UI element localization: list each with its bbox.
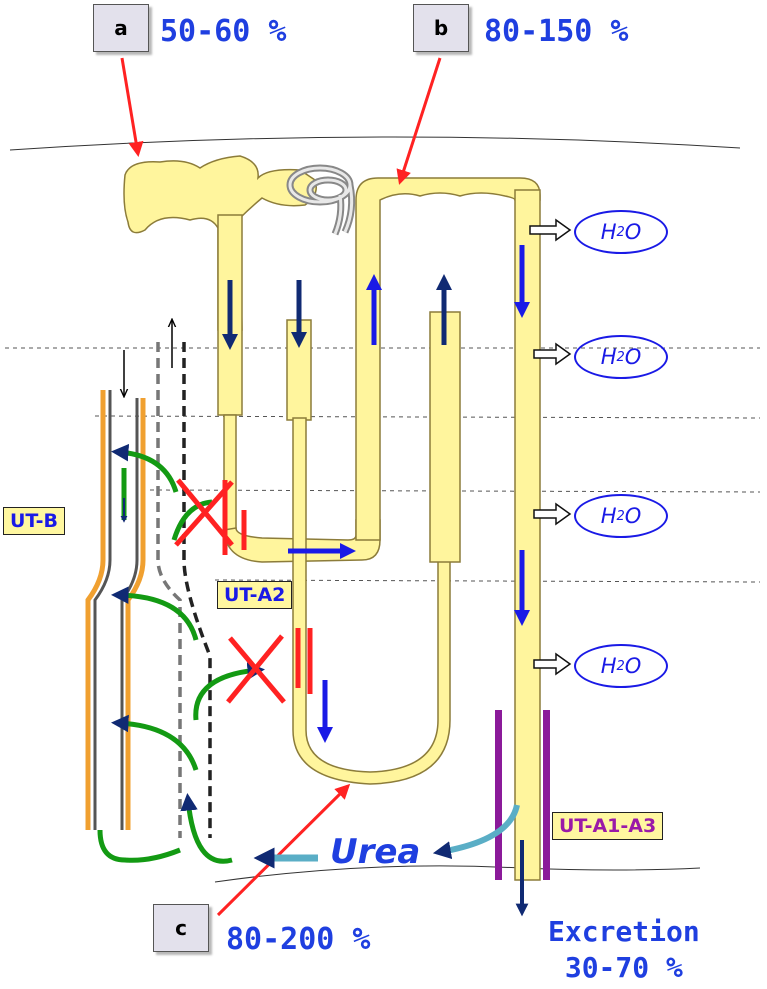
excretion-line-1: Excretion (548, 915, 700, 948)
collecting-duct (514, 189, 541, 881)
water-o: O (624, 654, 642, 678)
vasa-recta-orange-left (85, 390, 106, 830)
water-efflux-arrows (529, 218, 572, 676)
water-sub: 2 (616, 349, 625, 365)
arrow-a (120, 57, 144, 157)
arrow-c (216, 783, 351, 917)
percent-c: 80-200 % (226, 922, 371, 957)
water-h: H (600, 504, 617, 528)
vasa-recta-dashed-right (182, 342, 212, 838)
ut-b-label: UT-B (3, 507, 65, 535)
urea-recycle-arrow (432, 804, 520, 860)
water-h: H (600, 220, 617, 244)
label-box-c: c (153, 904, 209, 952)
papilla-boundary-line (214, 865, 701, 883)
excretion-label: Excretion 30-70 % (548, 914, 700, 986)
green-recycling-arrows (97, 443, 265, 864)
percent-a: 50-60 % (160, 14, 287, 49)
label-letter-b: b (433, 16, 449, 40)
water-sub: 2 (616, 508, 625, 524)
ut-a1-a3-bar-right (543, 710, 550, 880)
vasa-recta-dashed-left (156, 342, 182, 838)
water-h: H (600, 345, 617, 369)
label-box-b: b (413, 4, 469, 52)
cortex-boundary-line (9, 136, 741, 151)
arrow-b (396, 57, 442, 185)
water-o: O (624, 345, 642, 369)
blocked-transport-upper (174, 478, 247, 555)
long-ascending-thick (429, 311, 461, 563)
label-letter-c: c (175, 916, 187, 940)
excretion-line-2: 30-70 % (564, 951, 683, 984)
label-letter-a: a (114, 16, 128, 40)
ut-a1-a3-label: UT-A1-A3 (552, 812, 664, 840)
thick-ascending-limb (355, 177, 541, 541)
water-sub: 2 (616, 658, 625, 674)
water-sub: 2 (616, 224, 625, 240)
urea-label: Urea (330, 832, 421, 872)
water-o: O (624, 220, 642, 244)
percent-b: 80-150 % (484, 14, 629, 49)
water-o: O (624, 504, 642, 528)
ut-a2-label: UT-A2 (217, 581, 293, 609)
water-h: H (600, 654, 617, 678)
ut-a1-a3-bar-left (495, 710, 502, 880)
vasa-recta-grey-left (93, 390, 112, 830)
blocked-transport-lower (226, 628, 313, 704)
label-box-a: a (93, 4, 149, 52)
zone-line-2 (94, 415, 761, 419)
